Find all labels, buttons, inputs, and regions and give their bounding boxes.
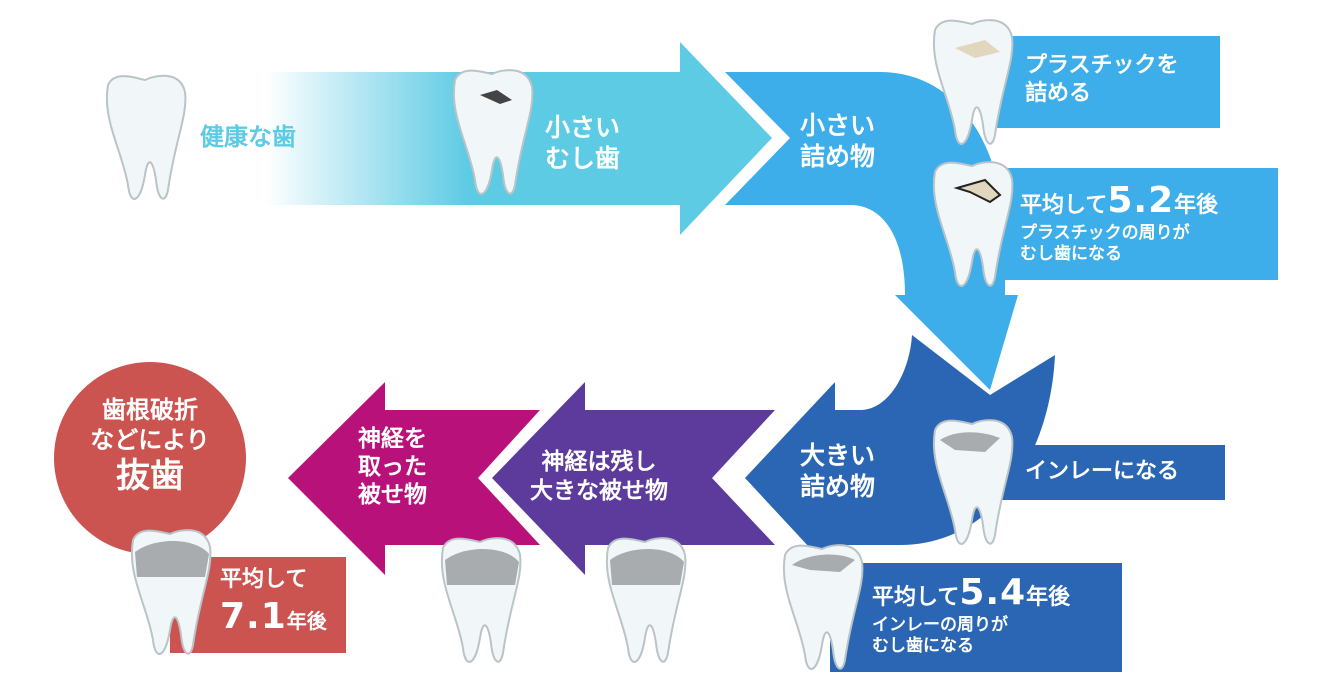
stage-small-filling: 小さい 詰め物 — [800, 110, 875, 173]
tooth-icon-small-caries — [452, 69, 534, 195]
arrow-large-filling — [745, 335, 1055, 575]
label-line: 被せ物 — [358, 482, 427, 509]
label-line: 大きな被せ物 — [530, 477, 668, 504]
arrow-crown-no-nerve — [288, 382, 540, 575]
stage-large-filling: 大きい 詰め物 — [800, 440, 875, 503]
note-line: プラスチックを — [1025, 53, 1179, 78]
note-after-52: 平均して5.2年後 プラスチックの周りが むし歯になる — [1020, 178, 1218, 266]
suffix: 年後 — [1174, 193, 1219, 218]
note-after-54: 平均して5.4年後 インレーの周りが むし歯になる — [872, 570, 1070, 658]
prefix: 平均して — [1020, 193, 1108, 218]
arrow-large-crown — [492, 382, 775, 575]
note-box-plastic — [995, 36, 1220, 128]
note-line: インレーの周りが — [872, 615, 1008, 635]
note-line: 詰める — [1025, 80, 1092, 106]
note-years: 平均して5.4年後 — [872, 570, 1070, 615]
note-line: むし歯になる — [872, 636, 974, 657]
note-after-71: 平均して 7.1年後 — [220, 566, 327, 639]
years-value: 5.4 — [959, 572, 1027, 613]
label-line: などにより — [90, 426, 210, 454]
years-value: 7.1 — [220, 595, 287, 637]
note-box-54 — [830, 563, 1122, 672]
label-line: 神経は残し — [541, 449, 657, 475]
stage-small-caries: 小さい むし歯 — [545, 112, 620, 175]
plastic-filling-mark — [955, 40, 1000, 58]
extraction-circle — [54, 362, 246, 554]
label-line: むし歯 — [545, 144, 621, 174]
label-line: 詰め物 — [800, 472, 876, 502]
note-plastic: プラスチックを 詰める — [1025, 52, 1179, 107]
suffix: 年後 — [286, 608, 327, 633]
suffix: 年後 — [1026, 585, 1071, 610]
caries-mark — [480, 90, 512, 104]
prefix: 平均して — [872, 585, 960, 610]
prefix: 平均して — [220, 567, 308, 592]
stage-extraction: 歯根破折 などにより 抜歯 — [54, 395, 246, 498]
stage-healthy: 健康な歯 — [200, 123, 296, 151]
label-line: 歯根破折 — [102, 396, 198, 424]
label-line: 抜歯 — [116, 456, 184, 496]
label-line: 小さい — [800, 111, 876, 140]
tooth-icon-inlay — [932, 419, 1014, 545]
stage-large-crown: 神経は残し 大きな被せ物 — [530, 448, 668, 506]
label-line: 大きい — [800, 441, 876, 470]
note-inlay: インレーになる — [1025, 459, 1180, 484]
stage-crown-no-nerve: 神経を 取った 被せ物 — [358, 425, 427, 509]
label-line: 取った — [358, 454, 427, 481]
note-line: むし歯になる — [1020, 244, 1122, 265]
note-box-inlay — [990, 445, 1225, 500]
note-years: 平均して5.2年後 — [1020, 178, 1218, 223]
arrow-small-filling — [725, 72, 1018, 390]
tooth-icon-healthy — [105, 74, 187, 200]
years-value: 5.2 — [1107, 180, 1175, 221]
crown-caps — [135, 432, 1000, 585]
label-line: 神経を — [358, 426, 427, 452]
note-line: プラスチックの周りが — [1020, 223, 1190, 243]
plastic-caries-mark — [953, 178, 1002, 204]
note-box-52 — [995, 168, 1278, 280]
tooth-icon-54 — [782, 544, 864, 670]
label-line: 小さい — [545, 113, 621, 142]
label-line: 詰め物 — [800, 142, 876, 172]
